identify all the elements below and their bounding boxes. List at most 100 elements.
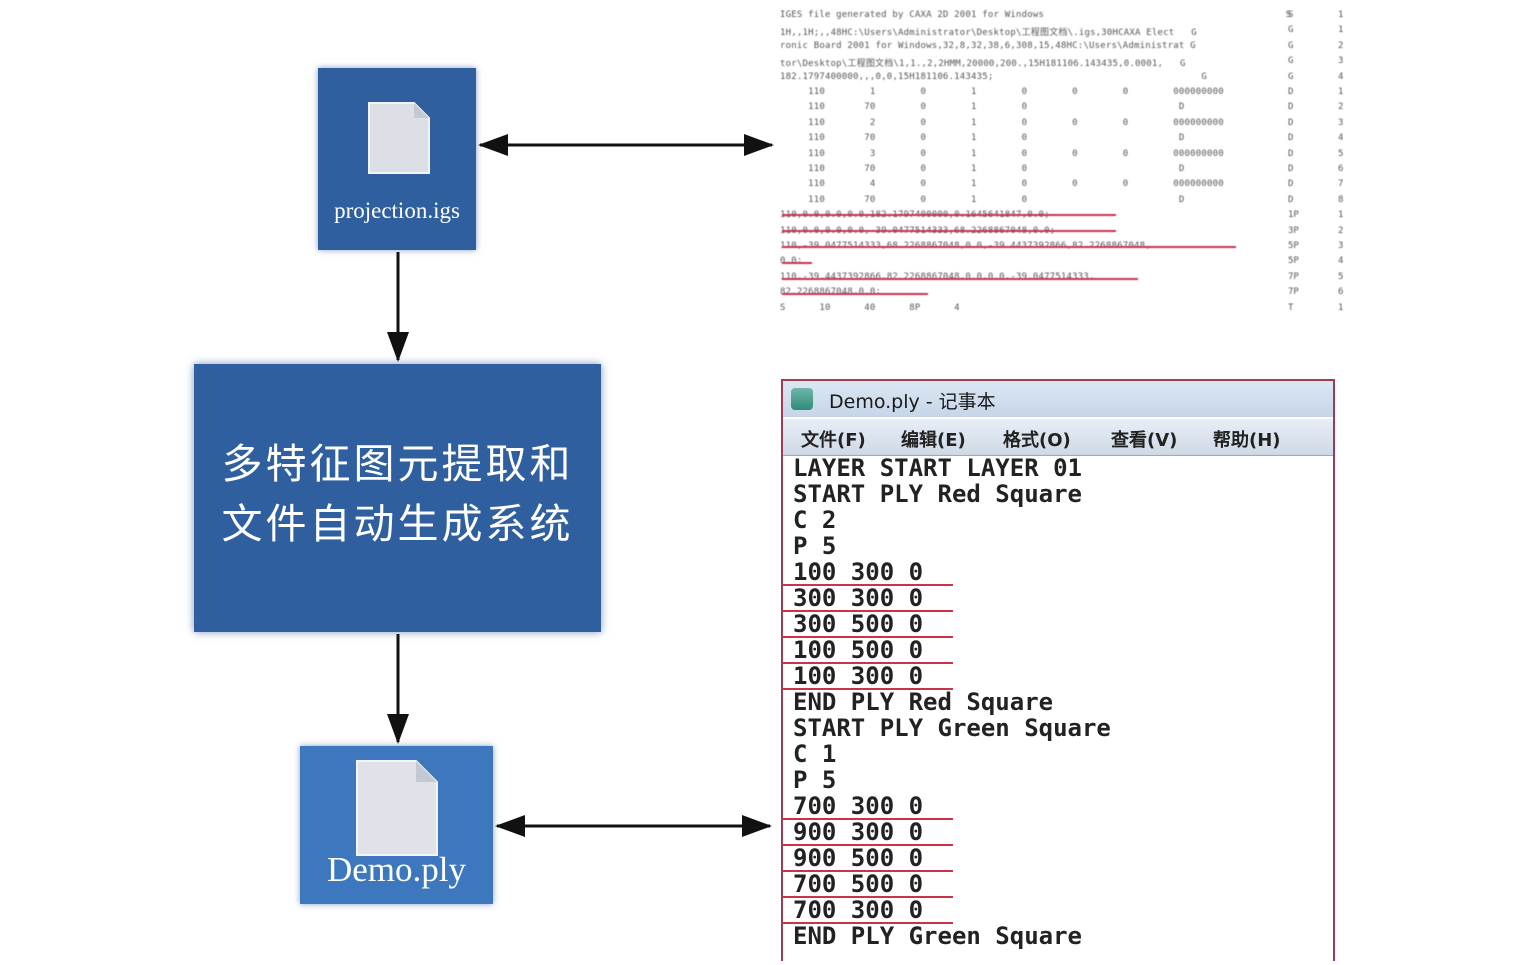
igs-sequence-number: 4 (1338, 256, 1344, 267)
igs-sequence-number: 3 (1338, 241, 1344, 251)
notepad-underline (783, 870, 953, 872)
menu-view[interactable]: 查看(V) (1111, 430, 1178, 451)
igs-sequence-number: 2 (1338, 225, 1344, 236)
igs-sequence-code: T (1288, 302, 1294, 313)
igs-sequence-number: 1 (1338, 10, 1344, 20)
igs-underline (782, 262, 812, 264)
igs-sequence-code: D (1288, 148, 1294, 159)
igs-sequence-number: 1 (1338, 87, 1344, 97)
notepad-text-line: 700 300 0 (793, 792, 924, 820)
notepad-text-line: 100 500 0 (793, 636, 924, 664)
notepad-underline (783, 688, 953, 690)
igs-sequence-number: 4 (1338, 71, 1344, 82)
igs-sequence-number: 2 (1338, 40, 1344, 51)
igs-text-line: S 10 40 8P 4 (780, 302, 960, 313)
igs-sequence-code: D (1288, 194, 1294, 205)
notepad-text-line: 900 500 0 (793, 844, 924, 872)
notepad-text-line: START PLY Green Square (793, 714, 1111, 742)
igs-sequence-number: 5 (1338, 271, 1344, 282)
igs-underline (782, 293, 928, 295)
notepad-text-line: END PLY Red Square (793, 688, 1054, 716)
menu-file[interactable]: 文件(F) (801, 430, 866, 451)
igs-text-line: 110 70 0 1 0 D (780, 102, 1185, 113)
notepad-text-line: START PLY Red Square (793, 480, 1082, 508)
ply-file-label: Demo.ply (326, 850, 466, 889)
document-icon (366, 100, 432, 176)
igs-sequence-number: 1 (1338, 302, 1344, 313)
system-title-line1: 多特征图元提取和 (221, 440, 574, 488)
igs-sequence-code: 7P (1288, 287, 1299, 298)
igs-sequence-code: G (1288, 40, 1294, 51)
notepad-text-line: END PLY Green Square (793, 922, 1082, 950)
ply-file-tile[interactable]: Demo.ply (300, 746, 493, 904)
notepad-window: Demo.ply - 记事本 文件(F) 编辑(E) 格式(O) 查看(V) 帮… (781, 379, 1335, 961)
igs-sequence-number: 7 (1338, 179, 1344, 190)
igs-sequence-code: 3P (1288, 225, 1299, 236)
igs-text-line: 110 4 0 1 0 0 0 000000000 (780, 179, 1224, 190)
igs-sequence-number: 4 (1338, 133, 1344, 144)
notepad-text-line: 700 500 0 (793, 870, 924, 898)
igs-sequence-number: 3 (1338, 117, 1344, 128)
notepad-text-line: 700 300 0 (793, 896, 924, 924)
igs-sequence-code: D (1288, 117, 1294, 128)
igs-sequence-code: D (1288, 179, 1294, 190)
menu-help[interactable]: 帮助(H) (1213, 430, 1281, 451)
igs-text-line: 182.1797400000,,,0,0,15H181106.143435; G (780, 71, 1208, 82)
igs-sequence-number: 6 (1338, 164, 1344, 174)
igs-sequence-number: 1 (1338, 210, 1344, 221)
igs-underline (782, 214, 1116, 216)
notepad-text-line: 100 300 0 (793, 558, 924, 586)
igs-text-line: 110 1 0 1 0 0 0 000000000 (780, 87, 1224, 97)
system-title-line2: 文件自动生成系统 (221, 500, 574, 548)
igs-text-line: 110,-39.4437392866,82.2268867048,0.0,0.0… (780, 271, 1095, 282)
igs-sequence-code: D (1288, 164, 1294, 174)
igs-text-line: 110 2 0 1 0 0 0 000000000 (780, 117, 1224, 128)
igs-underline (782, 230, 1116, 232)
notepad-underline (783, 636, 953, 638)
igs-sequence-number: 5 (1338, 148, 1344, 159)
notepad-text-line: 900 300 0 (793, 818, 924, 846)
igs-text-line: tor\Desktop\工程图文档\1,1.,2,2HMM,20000,200.… (780, 59, 1186, 70)
notepad-underline (783, 818, 953, 820)
igs-sequence-code: 1P (1288, 210, 1299, 221)
notepad-underline (783, 844, 953, 846)
notepad-text-line: P 5 (793, 532, 837, 560)
igs-sequence-code: 7P (1288, 271, 1299, 282)
igs-sequence-code: D (1288, 102, 1294, 113)
system-title: 多特征图元提取和 文件自动生成系统 (194, 434, 601, 554)
igs-text-line: IGES file generated by CAXA 2D 2001 for … (780, 10, 1292, 20)
igs-text-line: 1H,,1H;,,48HC:\Users\Administrator\Deskt… (780, 28, 1197, 39)
igs-file-label: projection.igs (334, 198, 460, 223)
system-box: 多特征图元提取和 文件自动生成系统 (194, 364, 601, 632)
notepad-text-line: 300 500 0 (793, 610, 924, 638)
igs-sequence-code: D (1288, 133, 1294, 144)
igs-underline (782, 246, 1236, 248)
notepad-underline (783, 896, 953, 898)
notepad-underline (783, 922, 953, 924)
notepad-titlebar: Demo.ply - 记事本 (783, 381, 1333, 417)
igs-sequence-code: S (1288, 10, 1294, 20)
igs-sequence-code: G (1288, 71, 1294, 82)
igs-sequence-code: D (1288, 87, 1294, 97)
igs-sequence-number: 1 (1338, 25, 1344, 36)
igs-sequence-code: 5P (1288, 256, 1299, 267)
notepad-underline (783, 584, 953, 586)
igs-sequence-number: 6 (1338, 287, 1344, 298)
igs-text-line: 110 70 0 1 0 D (780, 133, 1185, 144)
igs-text-panel: IGES file generated by CAXA 2D 2001 for … (780, 8, 1345, 313)
igs-text-line: ronic Board 2001 for Windows,32,8,32,38,… (780, 40, 1196, 51)
igs-text-line: 110 70 0 1 0 D (780, 194, 1185, 205)
igs-sequence-number: 3 (1338, 56, 1344, 67)
notepad-underline (783, 610, 953, 612)
notepad-title: Demo.ply - 记事本 (829, 391, 996, 413)
notepad-text-line: C 2 (793, 506, 837, 534)
igs-file-tile[interactable]: projection.igs (318, 68, 476, 250)
notepad-app-icon (791, 388, 813, 410)
menu-edit[interactable]: 编辑(E) (901, 430, 966, 451)
igs-text-line: 110 70 0 1 0 D (780, 164, 1185, 174)
menu-format[interactable]: 格式(O) (1003, 430, 1071, 451)
igs-sequence-code: 5P (1288, 241, 1299, 251)
notepad-text-line: LAYER START LAYER 01 (793, 454, 1082, 482)
notepad-text-line: 300 300 0 (793, 584, 924, 612)
